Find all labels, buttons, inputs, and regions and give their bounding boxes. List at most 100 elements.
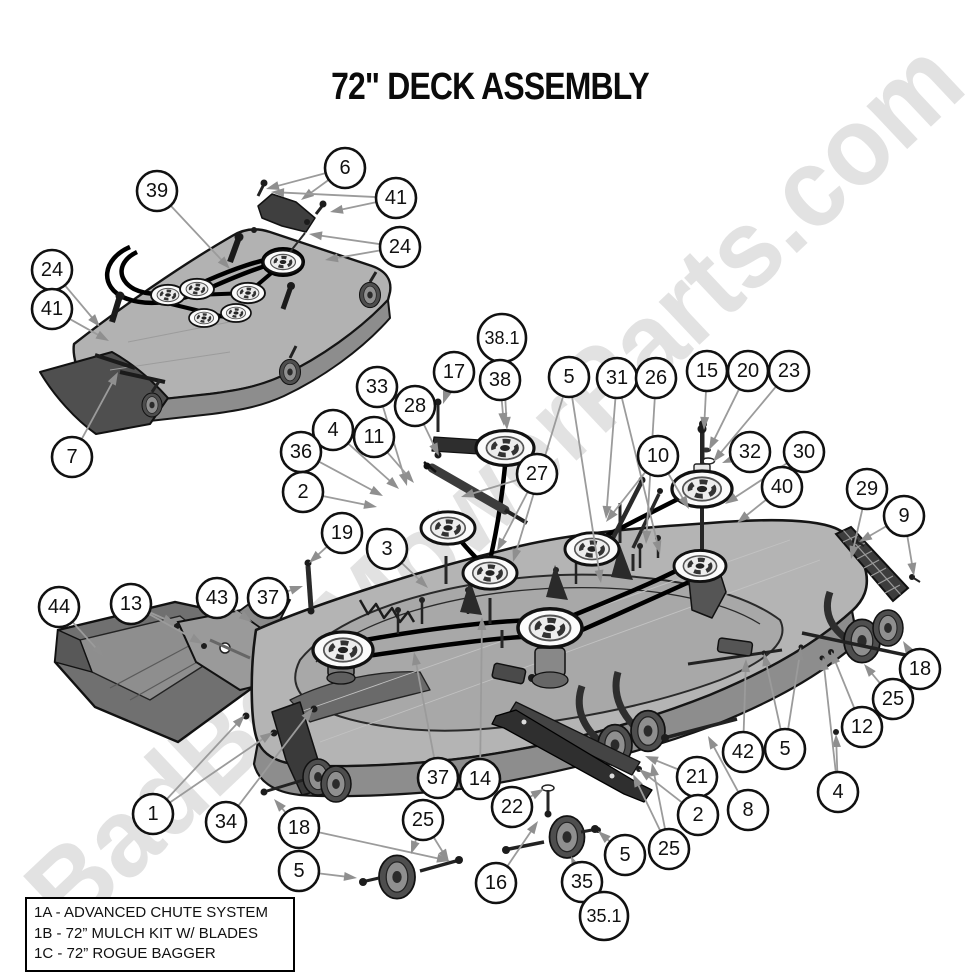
leader-arrowhead	[907, 562, 917, 576]
callout-23: 23	[767, 349, 811, 393]
callout-number: 26	[645, 367, 667, 389]
leader-arrowhead	[633, 774, 643, 788]
callout-circle	[676, 793, 720, 837]
callout-number: 37	[257, 587, 279, 609]
leader-line-37	[414, 660, 436, 759]
leader-arrowhead	[91, 644, 104, 657]
leader-arrowhead	[645, 756, 659, 766]
callout-circle	[726, 788, 770, 832]
callout-circle	[352, 415, 396, 459]
callout-circle	[458, 757, 502, 801]
callout-number: 5	[779, 738, 790, 760]
leader-arrowhead	[232, 715, 245, 728]
leader-line-11	[386, 451, 409, 477]
leader-line-42	[742, 667, 747, 733]
callout-number: 3	[381, 538, 392, 560]
leader-arrowhead	[652, 540, 662, 554]
leader-line-24	[64, 284, 95, 321]
callout-circle	[578, 890, 630, 942]
small-deck-bracket-art	[251, 179, 327, 253]
callout-number: 16	[485, 872, 507, 894]
leader-arrowhead	[598, 831, 611, 844]
callout-circle	[365, 527, 409, 571]
leader-line-8	[711, 743, 740, 793]
callout-18: 18	[277, 806, 321, 850]
leader-arrowhead	[512, 548, 522, 562]
leader-line-2	[322, 495, 369, 507]
callout-28: 28	[393, 384, 437, 428]
leader-line-10	[610, 471, 647, 516]
callout-35: 35	[560, 860, 604, 904]
callout-26: 26	[634, 356, 678, 400]
callout-13: 13	[109, 582, 153, 626]
callout-1: 1	[131, 792, 175, 836]
callout-circle	[323, 146, 367, 190]
leader-line-15	[703, 390, 707, 422]
leader-arrowhead	[725, 493, 739, 504]
callout-circle	[636, 434, 680, 478]
callout-circle	[204, 800, 248, 844]
small-deck-wheels-art	[141, 271, 382, 418]
callout-41: 41	[30, 287, 74, 331]
callout-5: 5	[547, 355, 591, 399]
leader-arrowhead	[266, 181, 280, 191]
leader-line-7	[80, 379, 115, 440]
callout-number: 22	[501, 796, 523, 818]
callout-number: 6	[339, 157, 350, 179]
leader-line-41	[279, 191, 377, 198]
callout-5: 5	[603, 833, 647, 877]
callout-number: 25	[412, 809, 434, 831]
callout-number: 2	[692, 804, 703, 826]
leader-arrowhead	[678, 495, 689, 509]
leader-line-6	[307, 179, 330, 196]
leader-arrowhead	[700, 416, 710, 430]
leader-arrowhead	[189, 633, 203, 644]
small-deck-assembly-art	[39, 179, 392, 435]
callout-15: 15	[685, 349, 729, 393]
leader-arrowhead	[217, 256, 230, 269]
callout-circle	[277, 806, 321, 850]
callout-number: 14	[469, 768, 491, 790]
callout-39: 39	[135, 169, 179, 213]
callout-number: 18	[288, 817, 310, 839]
leader-arrowhead	[864, 664, 876, 677]
leader-line-18	[318, 831, 442, 860]
callout-number: 38	[489, 369, 511, 391]
callout-circle	[490, 785, 534, 829]
callout-25: 25	[871, 677, 915, 721]
callout-33: 33	[355, 365, 399, 409]
callout-number: 13	[120, 593, 142, 615]
callout-circle	[416, 756, 460, 800]
callout-circle	[547, 355, 591, 399]
callout-number: 33	[366, 376, 388, 398]
callout-number: 9	[898, 505, 909, 527]
callout-number: 42	[732, 741, 754, 763]
leader-arrowhead	[415, 575, 428, 588]
leader-line-27	[469, 478, 519, 496]
callout-circle	[50, 435, 94, 479]
callout-circle	[30, 287, 74, 331]
callout-25: 25	[647, 827, 691, 871]
leader-arrowhead	[461, 488, 475, 498]
callout-number: 2	[297, 481, 308, 503]
callout-circle	[840, 705, 884, 749]
leader-line-34	[237, 714, 309, 807]
callout-35.1: 35.1	[578, 890, 630, 942]
callout-circle	[871, 677, 915, 721]
callout-number: 4	[327, 419, 338, 441]
leader-arrowhead	[639, 769, 653, 781]
callout-number: 4	[832, 781, 843, 803]
callout-10: 10	[636, 434, 680, 478]
callout-8: 8	[726, 788, 770, 832]
leader-line-40	[743, 498, 767, 519]
leader-line-31	[620, 397, 659, 546]
callout-number: 41	[385, 187, 407, 209]
callout-circle	[478, 358, 522, 402]
leader-arrowhead	[606, 509, 618, 522]
leader-arrowhead	[95, 330, 109, 341]
callout-circle	[246, 576, 290, 620]
callout-7: 7	[50, 435, 94, 479]
callout-number: 40	[771, 476, 793, 498]
leader-line-2	[645, 773, 683, 804]
callout-circle	[816, 770, 860, 814]
